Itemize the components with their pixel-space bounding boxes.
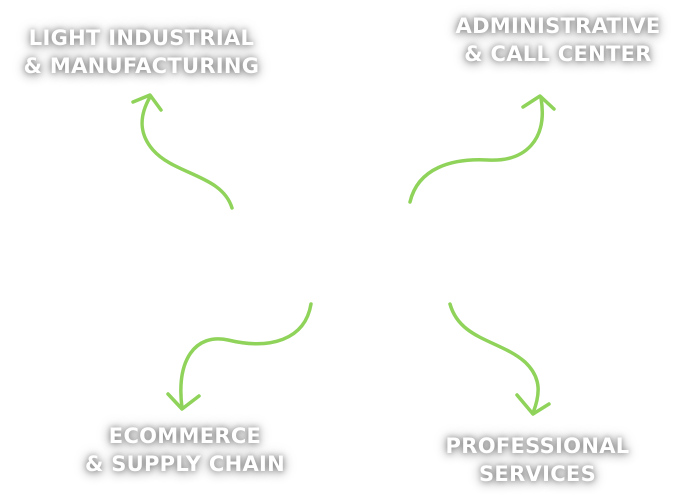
sector-label-ecommerce: ECOMMERCE & SUPPLY CHAIN [75,422,295,478]
sector-label-line: LIGHT INDUSTRIAL [28,26,255,50]
arrow-head [131,93,163,112]
sector-label-line: PROFESSIONAL [445,434,630,458]
arrow-to-light-industrial-icon [131,93,234,210]
sector-label-line: ECOMMERCE [108,424,262,448]
arrow-head [515,393,551,416]
arrow-shaft [408,96,544,204]
arrow-to-ecommerce-icon [166,302,313,411]
sector-label-professional-services: PROFESSIONAL SERVICES [440,432,635,488]
arrow-head [521,94,556,111]
sector-label-line: ADMINISTRATIVE [455,14,661,38]
arrow-shaft [140,95,234,210]
sector-label-line: & SUPPLY CHAIN [84,452,286,476]
sector-label-line: & CALL CENTER [464,42,652,66]
sector-label-light-industrial: LIGHT INDUSTRIAL & MANUFACTURING [14,24,269,80]
sector-label-line: & MANUFACTURING [23,54,260,78]
arrow-shaft [448,302,540,415]
arrow-shaft [179,302,313,410]
arrow-to-administrative-icon [408,94,556,204]
sector-label-line: SERVICES [479,462,596,486]
arrow-to-professional-services-icon [448,302,551,416]
sector-label-administrative: ADMINISTRATIVE & CALL CENTER [452,12,664,68]
arrow-head [166,392,201,411]
